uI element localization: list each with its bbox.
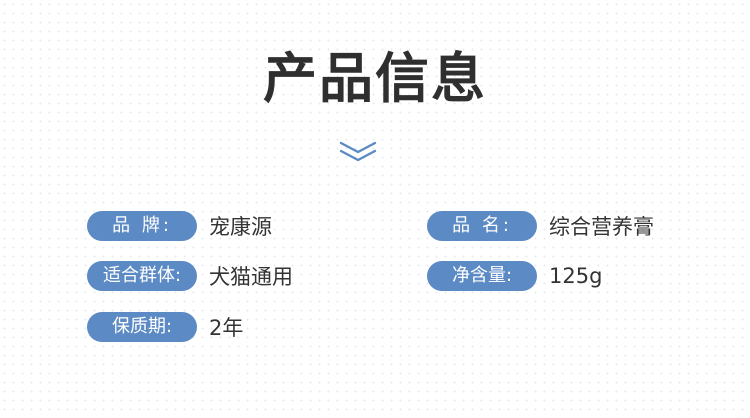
spec-label-shelf-life: 保质期: — [87, 312, 197, 342]
spec-row-net-weight: 净含量: 125g — [427, 261, 602, 291]
spec-value-net-weight: 125g — [549, 264, 603, 288]
spec-label-brand: 品 牌: — [87, 211, 197, 241]
spec-label-net-weight: 净含量: — [427, 261, 537, 291]
spec-row-audience: 适合群体: 犬猫通用 — [87, 261, 293, 291]
spec-value-audience: 犬猫通用 — [209, 265, 293, 289]
spec-label-audience: 适合群体: — [87, 261, 197, 291]
spec-label-name: 品 名: — [427, 211, 537, 241]
spec-value-name: 综合营养膏 — [549, 215, 654, 239]
section-title: 产品信息 — [263, 47, 487, 110]
spec-row-shelf-life: 保质期: 2年 — [87, 312, 243, 342]
spec-value-shelf-life: 2年 — [209, 316, 244, 340]
spec-row-brand: 品 牌: 宠康源 — [87, 211, 272, 241]
spec-row-name: 品 名: 综合营养膏 — [427, 211, 654, 241]
spec-value-brand: 宠康源 — [209, 215, 272, 239]
double-chevron-down-icon — [339, 141, 377, 162]
